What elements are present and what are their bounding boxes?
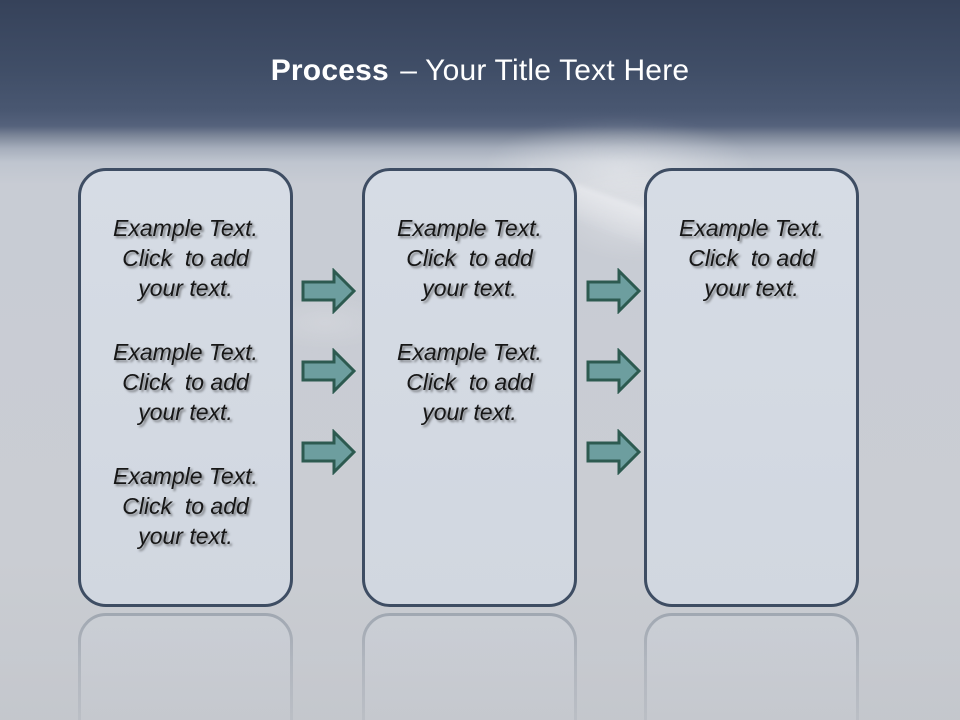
- process-box-1[interactable]: Example Text. Click to add your text. Ex…: [78, 168, 293, 607]
- reflection-fade: [0, 609, 960, 720]
- text-line: your text.: [138, 275, 233, 301]
- text-line: your text.: [422, 275, 517, 301]
- text-paragraph: Example Text. Click to add your text.: [373, 213, 566, 303]
- text-paragraph: Example Text. Click to add your text.: [89, 213, 282, 303]
- text-paragraph: Example Text. Click to add your text.: [373, 337, 566, 427]
- process-box-3[interactable]: Example Text. Click to add your text.: [644, 168, 859, 607]
- text-line: Click to add: [122, 369, 249, 395]
- title-keyword: Process: [270, 54, 389, 87]
- text-paragraph: Example Text. Click to add your text.: [89, 461, 282, 551]
- text-line: Example Text.: [113, 339, 258, 365]
- right-block-arrow-icon[interactable]: [586, 268, 642, 314]
- text-line: Click to add: [122, 245, 249, 271]
- text-line: Click to add: [406, 245, 533, 271]
- text-line: Click to add: [406, 369, 533, 395]
- text-line: Example Text.: [113, 463, 258, 489]
- right-block-arrow-icon[interactable]: [301, 429, 357, 475]
- text-line: your text.: [704, 275, 799, 301]
- right-block-arrow-icon[interactable]: [586, 348, 642, 394]
- text-line: your text.: [138, 399, 233, 425]
- slide-title: Process – Your Title Text Here: [0, 52, 960, 90]
- text-line: your text.: [422, 399, 517, 425]
- process-box-2[interactable]: Example Text. Click to add your text. Ex…: [362, 168, 577, 607]
- text-line: Example Text.: [397, 215, 542, 241]
- right-block-arrow-icon[interactable]: [301, 348, 357, 394]
- title-subtitle: – Your Title Text Here: [400, 54, 690, 87]
- text-paragraph: Example Text. Click to add your text.: [655, 213, 848, 303]
- text-line: Example Text.: [679, 215, 824, 241]
- right-block-arrow-icon[interactable]: [586, 429, 642, 475]
- text-paragraph: Example Text. Click to add your text.: [89, 337, 282, 427]
- text-line: Example Text.: [113, 215, 258, 241]
- text-line: Click to add: [122, 493, 249, 519]
- text-line: your text.: [138, 523, 233, 549]
- right-block-arrow-icon[interactable]: [301, 268, 357, 314]
- text-line: Example Text.: [397, 339, 542, 365]
- text-line: Click to add: [688, 245, 815, 271]
